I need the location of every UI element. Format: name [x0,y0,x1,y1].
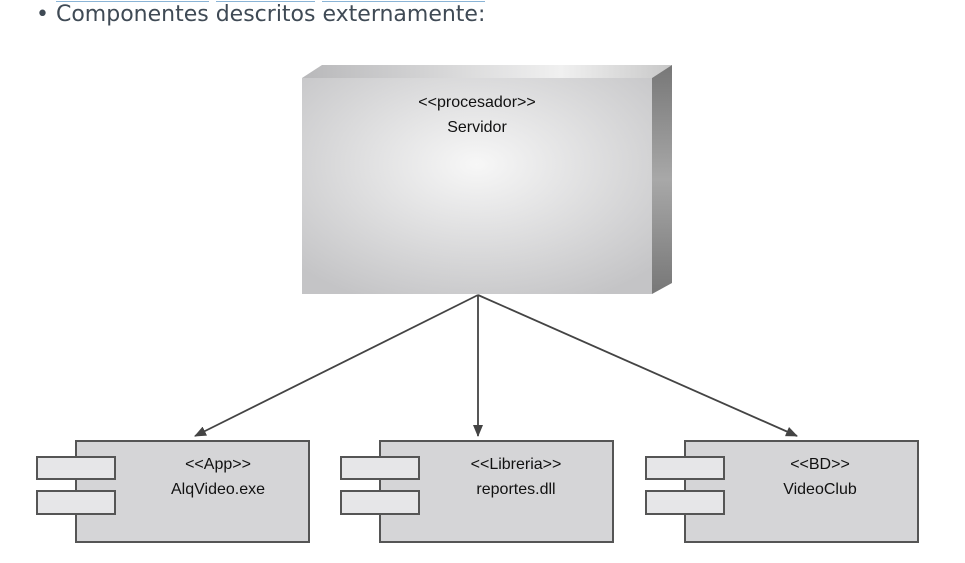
component-name: reportes.dll [476,481,555,498]
component-name: AlqVideo.exe [171,481,265,498]
component-stereotype: <<BD>> [790,456,850,473]
component-stereotype: <<Libreria>> [471,456,562,473]
heading: • Componentes descritos externamente: [36,1,486,27]
heading-word: Componentes [55,1,209,27]
server-name: Servidor [447,119,507,136]
component-library: <<Libreria>> reportes.dll [340,440,614,543]
server-stereotype: <<procesador>> [418,94,535,111]
bullet: • [36,2,49,27]
component-database: <<BD>> VideoClub [645,440,919,543]
component-stereotype: <<App>> [185,456,251,473]
dependency-arrow [477,294,798,437]
server-node: <<procesador>> Servidor [302,65,672,294]
component-name: VideoClub [783,481,857,498]
dependency-arrow [194,294,479,437]
heading-word: externamente: [322,1,486,27]
heading-word: descritos [215,1,316,27]
component-app: <<App>> AlqVideo.exe [36,440,310,543]
